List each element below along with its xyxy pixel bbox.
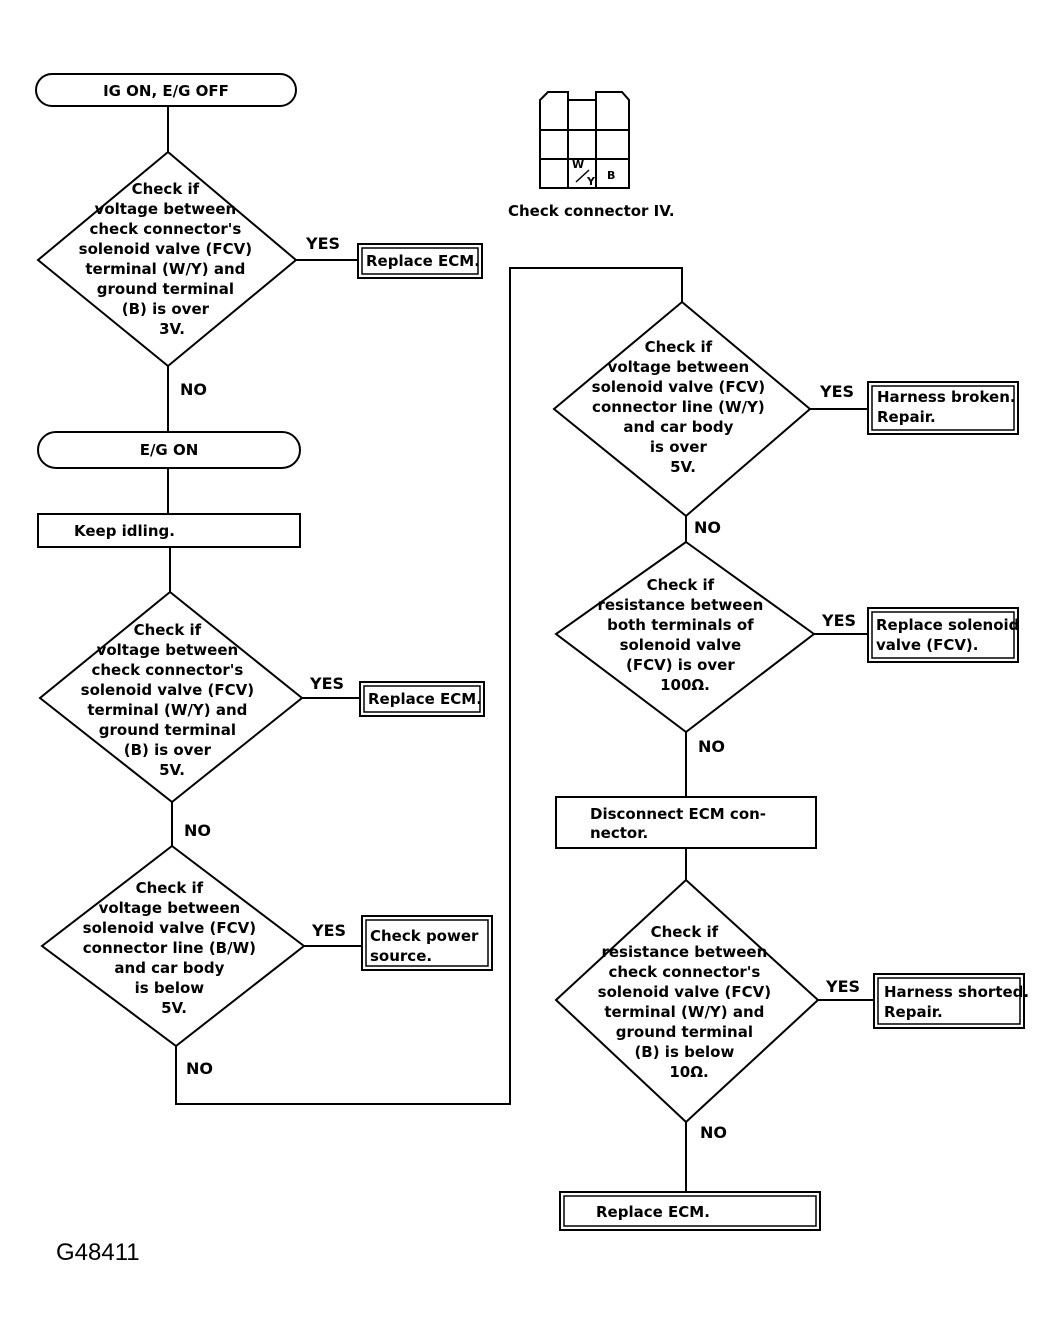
decision-resistance-100: Check if resistance between both termina… (554, 540, 816, 734)
result-text: Replace ECM. (368, 690, 482, 708)
no-label: NO (698, 737, 725, 756)
yes-label: YES (309, 674, 344, 693)
start-eg-on-label: E/G ON (140, 441, 199, 459)
decision-text: Check if resistance between both termina… (597, 576, 768, 694)
yes-label: YES (819, 382, 854, 401)
decision-text: Check if voltage between check connector… (81, 621, 260, 779)
pin-wy-bottom: Y (586, 175, 596, 188)
no-label: NO (186, 1059, 213, 1078)
decision-wy-over-5v: Check if voltage between solenoid valve … (552, 300, 812, 518)
no-label: NO (180, 380, 207, 399)
decision-text: Check if voltage between solenoid valve … (592, 338, 771, 476)
keep-idling-box: Keep idling. (37, 513, 301, 548)
start-ig-on: IG ON, E/G OFF (35, 73, 297, 107)
decision-text: Check if voltage between check connector… (79, 180, 258, 338)
pin-b: B (607, 169, 615, 182)
result-text: Harness broken. (877, 388, 1016, 406)
result-text: Repair. (877, 408, 936, 426)
start-ig-on-label: IG ON, E/G OFF (103, 82, 229, 100)
result-replace-ecm-final: Replace ECM. (559, 1191, 821, 1231)
yes-label: YES (305, 234, 340, 253)
yes-label: YES (825, 977, 860, 996)
result-replace-solenoid: Replace solenoid valve (FCV). (867, 607, 1019, 663)
decision-voltage-5v: Check if voltage between check connector… (38, 590, 304, 804)
yes-label: YES (311, 921, 346, 940)
yes-label: YES (821, 611, 856, 630)
right-connector-lines (685, 408, 874, 1192)
decision-bw-below-5v: Check if voltage between solenoid valve … (40, 844, 306, 1048)
disconnect-line: Disconnect ECM con- (590, 805, 766, 823)
no-label: NO (694, 518, 721, 537)
pin-wy-top: W (572, 158, 584, 171)
result-text: valve (FCV). (876, 636, 979, 654)
keep-idling-label: Keep idling. (74, 522, 175, 540)
result-harness-broken: Harness broken. Repair. (867, 381, 1019, 435)
start-eg-on: E/G ON (37, 431, 301, 469)
figure-code: G48411 (56, 1239, 140, 1266)
decision-text: Check if voltage between solenoid valve … (83, 879, 262, 1017)
result-text: Replace solenoid (876, 616, 1019, 634)
decision-resistance-10: Check if resistance between check connec… (554, 878, 820, 1124)
result-replace-ecm-1: Replace ECM. (357, 243, 483, 279)
decision-voltage-3v: Check if voltage between check connector… (36, 150, 298, 368)
connector-iv-diagram: W Y B Check connector IV. (508, 91, 675, 220)
result-text: Replace ECM. (366, 252, 480, 270)
result-text: Replace ECM. (596, 1203, 710, 1221)
left-connector-lines (167, 106, 683, 1105)
result-check-power-source: Check power source. (361, 915, 493, 971)
result-text: Repair. (884, 1003, 943, 1021)
no-label: NO (700, 1123, 727, 1142)
result-text: Harness shorted. (884, 983, 1029, 1001)
disconnect-ecm-box: Disconnect ECM con- nector. (555, 796, 817, 849)
decision-text: Check if resistance between check connec… (598, 923, 777, 1081)
result-text: source. (370, 947, 432, 965)
no-label: NO (184, 821, 211, 840)
result-text: Check power (370, 927, 479, 945)
connector-caption: Check connector IV. (508, 202, 675, 220)
result-harness-shorted: Harness shorted. Repair. (873, 973, 1029, 1029)
result-replace-ecm-2: Replace ECM. (359, 681, 485, 717)
disconnect-line: nector. (590, 824, 648, 842)
